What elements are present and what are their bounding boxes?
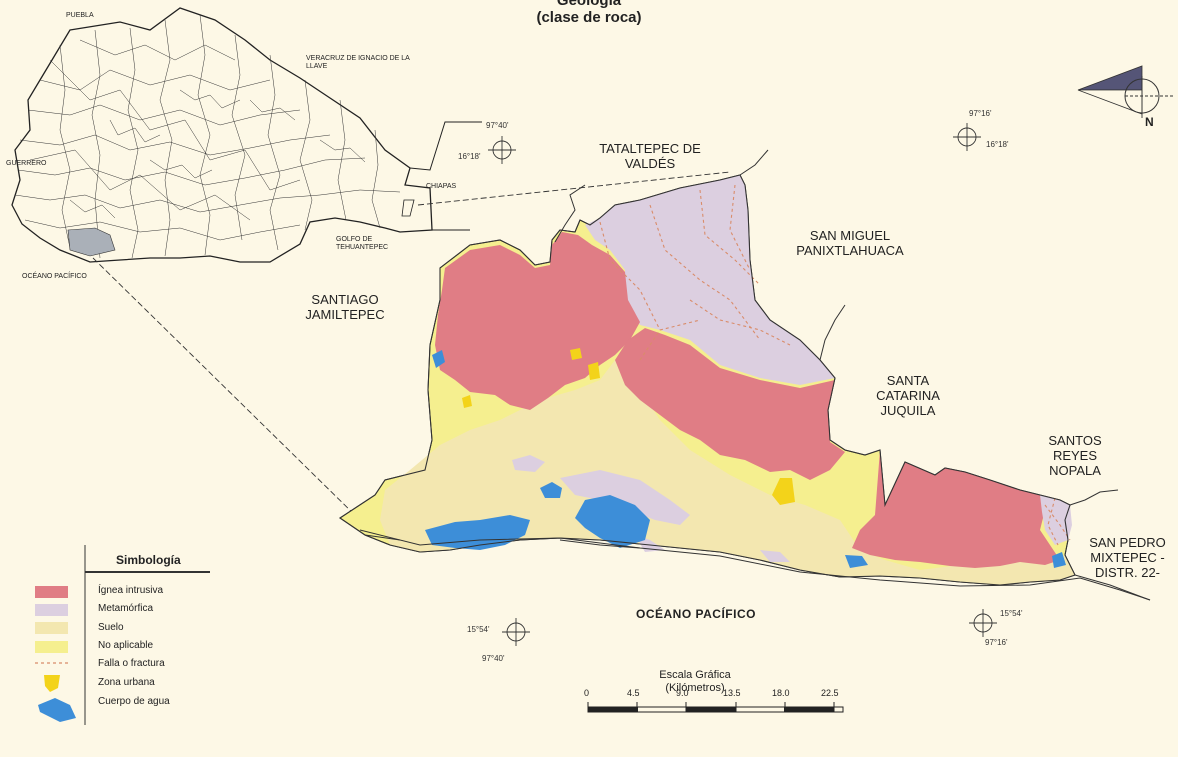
inset-connector-line [417, 171, 731, 206]
inset-state-outline [11, 7, 433, 263]
region-cuerpo-de-agua [425, 515, 530, 550]
main-municipality [339, 174, 1076, 586]
inset-chiapas-border [409, 121, 482, 171]
coord-se-lat: 15°54' [1000, 609, 1023, 618]
region-ignea-central [615, 328, 845, 480]
neighbor-boundaries [364, 149, 1151, 601]
faults [599, 184, 1071, 546]
legend-item-metamorfica: Metamórfica [98, 603, 154, 614]
scale-tick: 4.5 [627, 688, 640, 698]
coord-ne-lon: 97°16' [969, 109, 992, 118]
scale-tick: 0 [584, 688, 590, 698]
coordinate-crosshairs [488, 123, 997, 646]
scale-tick: 13.5 [723, 688, 741, 698]
inset-label-veracruz: VERACRUZ DE IGNACIO DE LA LLAVE [306, 55, 410, 70]
north-arrow-icon [1077, 65, 1175, 118]
inset-small-box [401, 199, 415, 217]
coord-se-lon: 97°16' [985, 638, 1008, 647]
crosshair-ne [953, 123, 981, 151]
urban-icon [44, 675, 60, 692]
ignea-swatch [35, 586, 68, 598]
crosshair-sw [502, 618, 530, 646]
map-title: Geología [556, 0, 622, 9]
neighbor-label-san-pedro: SAN PEDRO MIXTEPEC -DISTR. 22- [1089, 535, 1166, 580]
inset-label-chiapas: CHIAPAS [426, 183, 457, 190]
scale-tick: 18.0 [772, 688, 790, 698]
coord-nw-lon: 97°40' [486, 121, 509, 130]
region-metamorfica-patch [760, 550, 790, 562]
legend-item-cuerpo-agua: Cuerpo de agua [98, 696, 170, 707]
legend-item-ignea: Ígnea intrusiva [98, 585, 164, 596]
neighbor-label-san-miguel: SAN MIGUEL PANIXTLAHUACA [796, 228, 904, 258]
scale-title-line1: Escala Gráfica [659, 669, 731, 681]
coord-sw-lat: 15°54' [467, 625, 490, 634]
inset-municipal-grid [14, 14, 401, 259]
no-aplicable-swatch [35, 641, 68, 653]
region-zona-urbana [588, 362, 600, 380]
coord-ne-lat: 16°18' [986, 140, 1009, 149]
region-cuerpo-de-agua [845, 555, 868, 568]
region-ignea-east [852, 450, 1060, 568]
crosshair-se [969, 609, 997, 637]
region-zona-urbana [772, 478, 795, 505]
neighbor-label-santos-reyes: SANTOS REYES NOPALA [1048, 433, 1102, 478]
metamorfica-swatch [35, 604, 68, 616]
neighbor-label-tataltepec: TATALTEPEC DE VALDÉS [599, 141, 701, 171]
suelo-swatch [35, 622, 68, 634]
municipality-boundary [339, 174, 1076, 586]
region-cuerpo-de-agua [1052, 552, 1066, 568]
scale-tick: 9.0 [676, 688, 689, 698]
region-cuerpo-de-agua [540, 482, 562, 498]
crosshair-nw [488, 136, 516, 164]
region-zona-urbana [462, 395, 472, 408]
legend-item-zona-urbana: Zona urbana [98, 677, 155, 688]
legend-title: Simbología [116, 553, 181, 567]
inset-label-puebla: PUEBLA [66, 12, 94, 19]
region-metamorfica-patch [560, 470, 690, 525]
scale-bar [587, 702, 844, 713]
inset-highlight-municipality [67, 227, 116, 257]
region-zona-urbana [570, 348, 582, 360]
inset-state-map [11, 7, 482, 263]
scale-title: Escala Gráfica (Kilómetros) [640, 669, 750, 695]
scale-title-line2: (Kilómetros) [665, 682, 725, 694]
region-metamorfica-patch [512, 455, 545, 472]
region-cuerpo-de-agua [575, 495, 650, 548]
scale-tick: 22.5 [821, 688, 839, 698]
coord-nw-lat: 16°18' [458, 152, 481, 161]
region-suelo [380, 360, 1075, 585]
north-label: N [1145, 115, 1154, 129]
legend-item-falla: Falla o fractura [98, 658, 165, 669]
neighbor-label-santa-catarina: SANTA CATARINA JUQUILA [876, 373, 940, 418]
inset-connector-line [92, 257, 361, 521]
legend-box [35, 545, 210, 725]
inset-label-oceano: OCÉANO PACÍFICO [22, 273, 87, 280]
ocean-label: OCÉANO PACÍFICO [636, 607, 756, 621]
coord-sw-lon: 97°40' [482, 654, 505, 663]
region-cuerpo-de-agua [432, 350, 445, 368]
neighbor-label-santiago: SANTIAGO JAMILTEPEC [305, 292, 385, 322]
legend-item-suelo: Suelo [98, 622, 124, 633]
coastline [359, 529, 1151, 601]
legend-item-no-aplicable: No aplicable [98, 640, 154, 651]
water-icon [38, 698, 76, 722]
map-subtitle: (clase de roca) [536, 9, 642, 26]
region-metamorfica [585, 175, 835, 385]
inset-label-guerrero: GUERRERO [6, 160, 47, 167]
inset-label-golfo: GOLFO DE TEHUANTEPEC [336, 236, 389, 251]
